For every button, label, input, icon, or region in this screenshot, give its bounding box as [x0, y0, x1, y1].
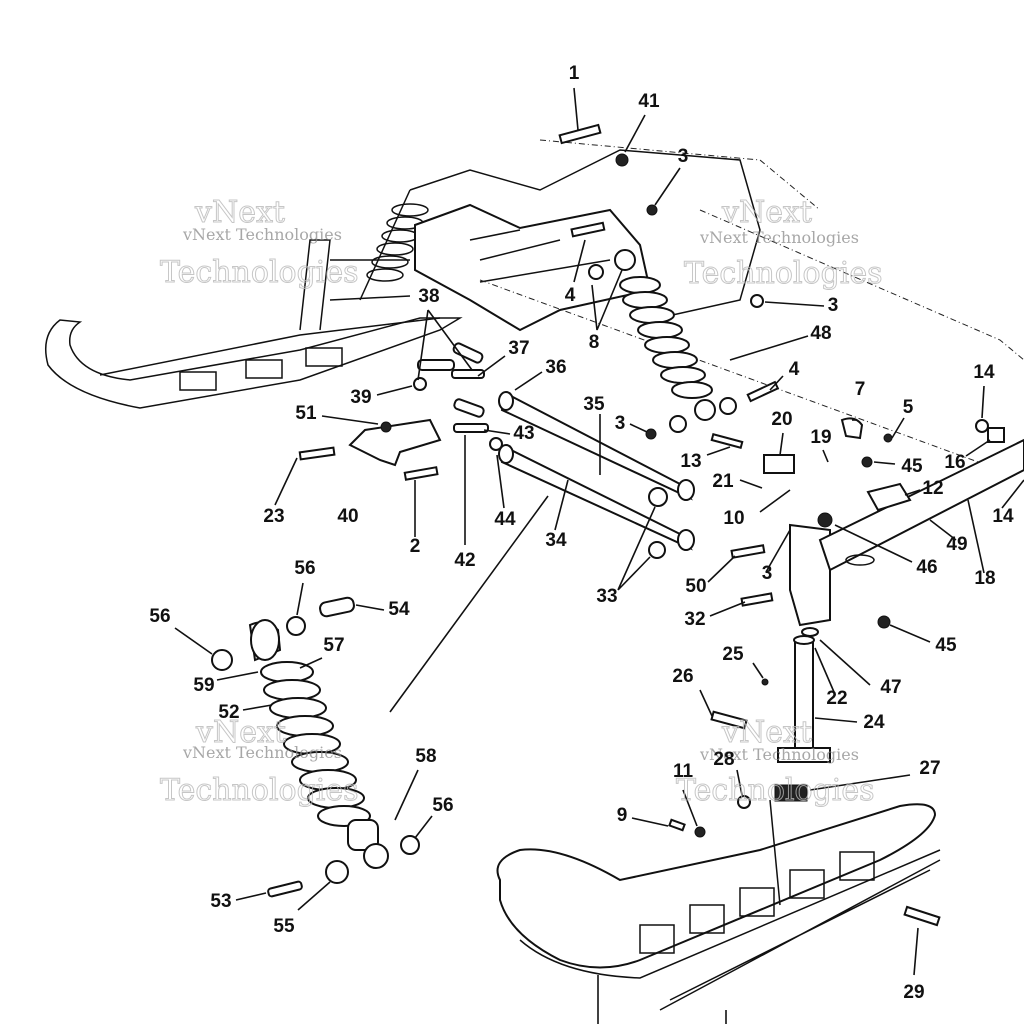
- a-arm-tubes: [498, 391, 695, 551]
- svg-text:Technologies: Technologies: [160, 773, 359, 808]
- svg-text:vNext: vNext: [721, 715, 812, 750]
- lower-shock-absorber: [211, 596, 420, 898]
- callout-3: 3: [678, 146, 689, 167]
- callout-43: 43: [513, 423, 534, 444]
- callout-23: 23: [263, 506, 284, 527]
- callout-36: 36: [545, 357, 566, 378]
- svg-text:vNext: vNext: [721, 195, 812, 230]
- callout-54: 54: [388, 599, 410, 620]
- callout-24: 24: [863, 712, 885, 733]
- callout-33: 33: [596, 586, 617, 607]
- callout-28: 28: [713, 749, 734, 770]
- callout-4: 4: [565, 285, 576, 306]
- svg-text:vNext Technologies: vNext Technologies: [182, 743, 342, 762]
- front-ski: [496, 799, 941, 1011]
- callout-4: 4: [789, 359, 800, 380]
- callout-14: 14: [992, 506, 1014, 527]
- callout-37: 37: [508, 338, 529, 359]
- callout-46: 46: [916, 557, 937, 578]
- callout-10: 10: [723, 508, 744, 529]
- callout-3: 3: [615, 413, 626, 434]
- callout-56: 56: [294, 558, 315, 579]
- callout-22: 22: [826, 688, 847, 709]
- watermark-bottom-left: vNext vNext Technologies Technologies: [160, 715, 360, 809]
- callout-55: 55: [273, 916, 295, 937]
- callout-56: 56: [149, 606, 170, 627]
- callout-13: 13: [680, 451, 701, 472]
- frame-rail-right: [818, 438, 1024, 572]
- svg-text:Technologies: Technologies: [676, 773, 875, 808]
- svg-text:Technologies: Technologies: [160, 255, 359, 290]
- callout-47: 47: [880, 677, 901, 698]
- svg-text:vNext: vNext: [195, 715, 286, 750]
- callout-21: 21: [712, 471, 734, 492]
- callout-45: 45: [935, 635, 957, 656]
- callout-3: 3: [828, 295, 839, 316]
- callout-58: 58: [415, 746, 436, 767]
- callout-56: 56: [432, 795, 453, 816]
- frame-bulkhead: [409, 139, 1024, 471]
- callout-32: 32: [684, 609, 705, 630]
- part-callouts: 1 41 3 3 4 8 48 4 38 37 36 39 35 3 51 43…: [149, 63, 1014, 1003]
- callout-51: 51: [295, 403, 317, 424]
- svg-text:vNext Technologies: vNext Technologies: [699, 228, 859, 247]
- callout-20: 20: [771, 409, 792, 430]
- callout-2: 2: [410, 536, 421, 557]
- right-shock-upper: [614, 249, 716, 421]
- callout-5: 5: [903, 397, 914, 418]
- callout-53: 53: [210, 891, 231, 912]
- callout-9: 9: [617, 805, 628, 826]
- callout-14: 14: [973, 362, 995, 383]
- callout-42: 42: [454, 550, 475, 571]
- callout-40: 40: [337, 506, 358, 527]
- watermark-top-right: vNext vNext Technologies Technologies: [684, 195, 884, 292]
- callout-12: 12: [922, 478, 943, 499]
- callout-50: 50: [685, 576, 706, 597]
- callout-45: 45: [901, 456, 923, 477]
- svg-text:Technologies: Technologies: [684, 256, 883, 291]
- callout-19: 19: [810, 427, 831, 448]
- callout-18: 18: [974, 568, 995, 589]
- callout-8: 8: [589, 332, 600, 353]
- svg-text:vNext: vNext: [194, 195, 285, 230]
- callout-3: 3: [762, 563, 773, 584]
- callout-1: 1: [569, 63, 580, 84]
- bracket-cluster: [298, 342, 503, 481]
- watermark-top-left: vNext vNext Technologies Technologies: [160, 195, 360, 291]
- hardware-parts: [558, 123, 1005, 927]
- callout-34: 34: [545, 530, 567, 551]
- svg-text:vNext Technologies: vNext Technologies: [699, 745, 859, 764]
- callout-35: 35: [583, 394, 605, 415]
- callout-7: 7: [855, 379, 866, 400]
- callout-26: 26: [672, 666, 693, 687]
- callout-52: 52: [218, 702, 239, 723]
- callout-11: 11: [673, 761, 694, 782]
- callout-44: 44: [494, 509, 516, 530]
- callout-49: 49: [946, 534, 967, 555]
- leader-lines: [174, 87, 1024, 1024]
- callout-29: 29: [903, 982, 924, 1003]
- callout-16: 16: [944, 452, 965, 473]
- svg-text:vNext Technologies: vNext Technologies: [182, 225, 342, 244]
- callout-38: 38: [418, 286, 439, 307]
- callout-25: 25: [722, 644, 744, 665]
- callout-27: 27: [919, 758, 940, 779]
- callout-59: 59: [193, 675, 214, 696]
- watermark-bottom-right: vNext vNext Technologies Technologies: [676, 715, 876, 809]
- callout-41: 41: [638, 91, 660, 112]
- left-ski-background: [45, 239, 463, 409]
- steering-spindle: [777, 512, 833, 763]
- callout-57: 57: [323, 635, 344, 656]
- callout-39: 39: [350, 387, 371, 408]
- callout-48: 48: [810, 323, 831, 344]
